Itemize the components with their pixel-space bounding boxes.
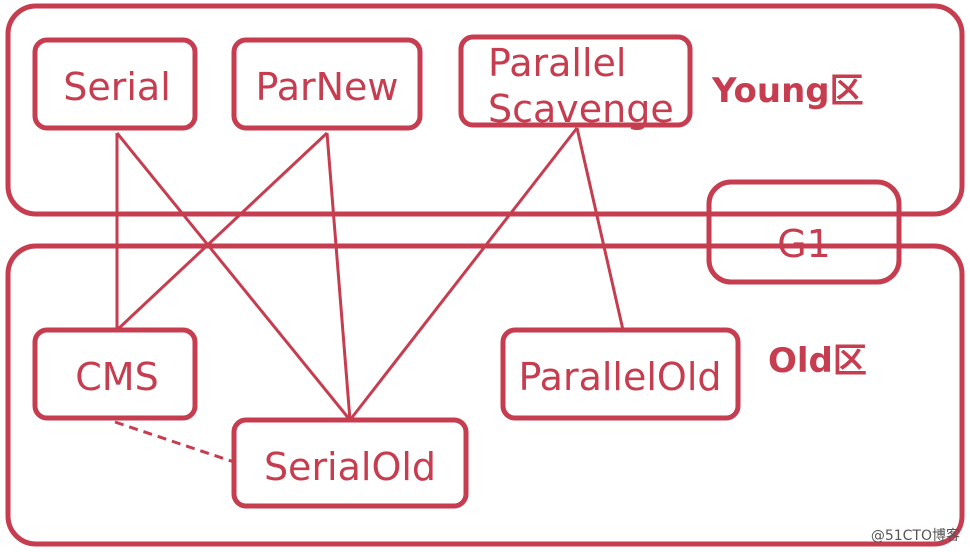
old-region-label: Old区: [768, 341, 867, 381]
link-cms-serialold-fallback: [114, 420, 235, 464]
link-parallelscavenge-parallelold: [575, 127, 625, 331]
parallel-old-box: [500, 327, 741, 421]
parallel-scavenge-box: [458, 34, 693, 128]
parnew-box: [231, 37, 423, 131]
serial-old-label: SerialOld: [264, 445, 436, 489]
young-region: [5, 3, 965, 217]
link-parallelscavenge-serialold: [348, 127, 579, 421]
parallel-old-label: ParallelOld: [518, 355, 721, 399]
link-serial-serialold: [115, 132, 352, 421]
g1-box: [706, 179, 902, 285]
young-region-label: Young区: [711, 71, 864, 111]
cms-label: CMS: [75, 355, 158, 399]
parnew-label: ParNew: [255, 65, 398, 109]
link-parnew-serialold: [325, 132, 352, 421]
link-parnew-cms: [115, 131, 329, 332]
watermark: @51CTO博客: [871, 527, 960, 544]
g1-label: G1: [777, 222, 831, 266]
cms-box: [32, 327, 198, 421]
serial-label: Serial: [63, 65, 171, 109]
parallel-scavenge-label-line2: Scavenge: [488, 87, 674, 131]
serial-old-box: [231, 417, 469, 509]
serial-box: [32, 37, 198, 131]
parallel-scavenge-label-line1: Parallel: [488, 41, 626, 85]
